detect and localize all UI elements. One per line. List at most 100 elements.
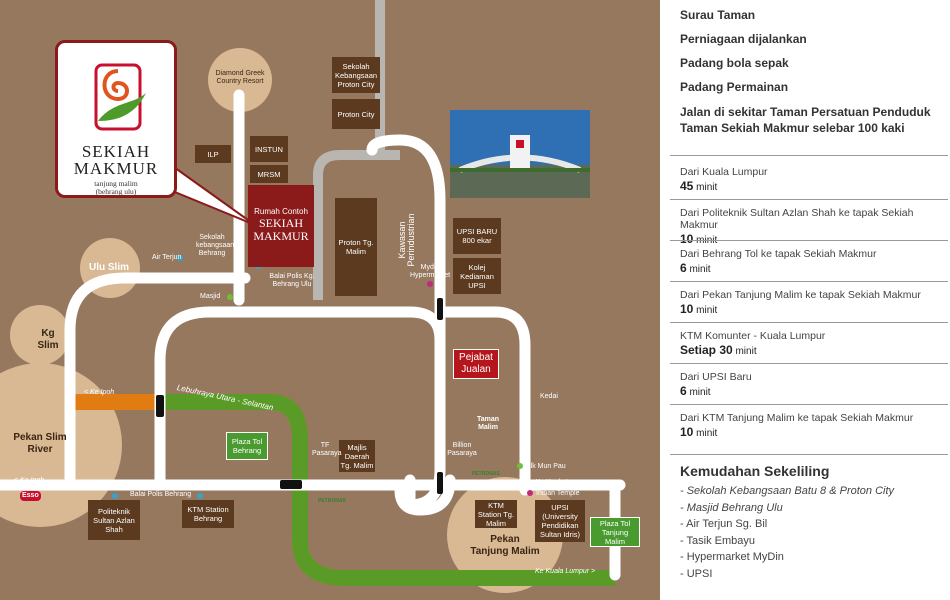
top-item-1: Perniagaan dijalankan (680, 32, 807, 46)
ktm-behrang-box: KTM Station Behrang (182, 500, 234, 528)
circle-diamond (208, 48, 272, 112)
mrsm-box: MRSM (250, 165, 288, 183)
pejabat-line2: Jualan (461, 364, 491, 375)
travel-num: 6 (680, 261, 687, 275)
ilp-box: ILP (195, 145, 231, 163)
photo-tanjung-malim-gate (450, 110, 590, 198)
ulu-slim-label: Ulu Slim (88, 262, 129, 273)
instun-box: INSTUN (250, 136, 288, 162)
map-graphics (0, 0, 626, 593)
kemudahan-item: - Masjid Behrang Ulu (680, 501, 783, 514)
jalan-text: Jalan di sekitar Taman Persatuan Pendudu… (680, 105, 931, 135)
proton-city-box: Proton City (332, 99, 380, 129)
indian-temple-label: Indian Temple (536, 490, 580, 497)
travel-row-4: KTM Komunter - Kuala Lumpur Setiap 30 mi… (680, 330, 945, 360)
kemudahan-item: - UPSI (680, 567, 713, 580)
temple-icon (527, 490, 533, 496)
pejabat-jualan-box[interactable]: Pejabat Jualan (453, 349, 499, 379)
diamond-label: Diamond Greek Country Resort (215, 70, 265, 85)
info-panel: Surau Taman Perniagaan dijalankan Padang… (660, 0, 950, 600)
travel-label: Dari Behrang Tol ke tapak Sekiah Makmur (680, 248, 877, 260)
kg-slim-label: Kg Slim (37, 328, 59, 351)
travel-row-1: Dari Politeknik Sultan Azlan Shah ke tap… (680, 207, 945, 249)
circle-kg-slim (10, 305, 70, 365)
travel-num: Setiap 30 (680, 343, 733, 357)
kawasan-label: Kawasan Perindustrian (397, 213, 416, 267)
balai-polis-behrang-icon (112, 493, 118, 499)
travel-unit: minit (693, 182, 718, 193)
travel-label: Dari Pekan Tanjung Malim ke tapak Sekiah… (680, 289, 921, 301)
sekiah-makmur-logo-icon (94, 63, 146, 131)
logo-card: SEKIAH MAKMUR tanjung malim (behrang ulu… (55, 40, 177, 198)
sekolah-behrang-label: Sekolah kebangsaan Behrang (196, 234, 235, 257)
panel-top-list: Surau Taman Perniagaan dijalankan Padang… (680, 8, 945, 146)
travel-label: Dari Kuala Lumpur (680, 166, 768, 178)
travel-num: 6 (680, 384, 687, 398)
ktm-tg-box: KTM Station Tg. Malim (475, 500, 517, 528)
travel-num: 10 (680, 232, 694, 246)
rumah-line2: SEKIAH (259, 216, 303, 230)
separator (670, 404, 948, 405)
travel-num: 45 (680, 179, 694, 193)
tanjung-malim-label: Pekan Tanjung Malim (470, 534, 540, 557)
pejabat-line1: Pejabat (459, 352, 493, 363)
ktm-behrang-icon (197, 493, 203, 499)
rumah-line1: Rumah Contoh (254, 207, 308, 216)
majlis-box: Majlis Daerah Tg. Malim (339, 440, 375, 472)
logo-sub2: (behrang ulu) (95, 187, 137, 196)
slim-river-label: Pekan Slim River (13, 432, 67, 455)
travel-row-6: Dari KTM Tanjung Malim ke tapak Sekiah M… (680, 412, 945, 442)
travel-unit: minit (686, 387, 711, 398)
separator (670, 199, 948, 200)
separator (670, 281, 948, 282)
top-item-0: Surau Taman (680, 8, 756, 22)
upsi-box: UPSI (University Pendidikan Sultan Idris… (535, 500, 585, 542)
travel-num: 10 (680, 302, 694, 316)
kemudahan-item: - Air Terjun Sg. Bil (680, 518, 768, 530)
air-terjun-icon (177, 255, 183, 261)
upsi-baru-box: UPSI BARU 800 ekar (453, 218, 501, 254)
kemudahan-item: - Tasik Embayu (680, 534, 755, 547)
travel-num: 10 (680, 425, 694, 439)
politeknik-box: Politeknik Sultan Azlan Shah (88, 500, 140, 540)
petronas-icon-1: PETRONAS (318, 498, 346, 504)
billion-label: Billion Pasaraya (447, 442, 477, 457)
area-map[interactable]: Diamond Greek Country Resort Ulu Slim Kg… (0, 0, 660, 600)
top-item-2: Padang bola sepak (680, 56, 789, 70)
mydin-icon (427, 281, 433, 287)
travel-row-2: Dari Behrang Tol ke tapak Sekiah Makmur … (680, 248, 945, 278)
travel-row-5: Dari UPSI Baru 6 minit (680, 371, 945, 401)
kemudahan-title: Kemudahan Sekeliling (680, 463, 830, 479)
plaza-tol-tanjung-malim: Plaza Tol Tanjung Malim (590, 517, 640, 547)
kemudahan-item: - Hypermarket MyDin (680, 551, 784, 563)
masjid-label: Masjid (200, 293, 221, 300)
logo-sub1: tanjung malim (94, 179, 138, 188)
petronas-icon-2: PETRONAS (472, 471, 500, 477)
travel-label: Dari Politeknik Sultan Azlan Shah ke tap… (680, 207, 914, 231)
rumah-contoh-box: Rumah Contoh SEKIAH MAKMUR (248, 185, 314, 267)
separator (670, 155, 948, 156)
travel-unit: minit (693, 305, 718, 316)
ylk-label: Ylk Mun Pau (526, 463, 566, 470)
travel-unit: minit (732, 346, 757, 357)
kemudahan-section: Kemudahan Sekeliling - Sekolah Kebangsaa… (680, 463, 945, 582)
rumah-line3: MAKMUR (253, 229, 309, 243)
balai-polis-ulu-label: Balai Polis Kg. Behrang Ulu (269, 273, 315, 288)
logo-title: SEKIAH MAKMUR (73, 142, 159, 178)
travel-row-0: Dari Kuala Lumpur 45 minit (680, 166, 945, 196)
travel-label: Dari UPSI Baru (680, 371, 752, 383)
travel-label: Dari KTM Tanjung Malim ke tapak Sekiah M… (680, 412, 914, 424)
ke-kl-bottom-label: Ke Kuala Lumpur > (535, 568, 596, 575)
balai-polis-behrang-label: Balai Polis Behrang (130, 491, 192, 498)
separator (670, 322, 948, 323)
travel-label: KTM Komunter - Kuala Lumpur (680, 330, 826, 342)
proton-tg-box: Proton Tg. Malim (335, 198, 377, 296)
top-item-3: Padang Permainan (680, 80, 789, 94)
travel-unit: minit (693, 428, 718, 439)
taman-malim-label: Taman Malim (476, 416, 500, 431)
kolej-box: Kolej Kediaman UPSI (453, 258, 501, 294)
air-terjun-label: Air Terjun (152, 254, 182, 261)
kedai-label: Kedai (540, 393, 558, 400)
kemudahan-item: - Sekolah Kebangsaan Batu 8 & Proton Cit… (680, 485, 895, 497)
ke-ipoh-bottom-label: < Ke Ipoh (14, 477, 45, 484)
